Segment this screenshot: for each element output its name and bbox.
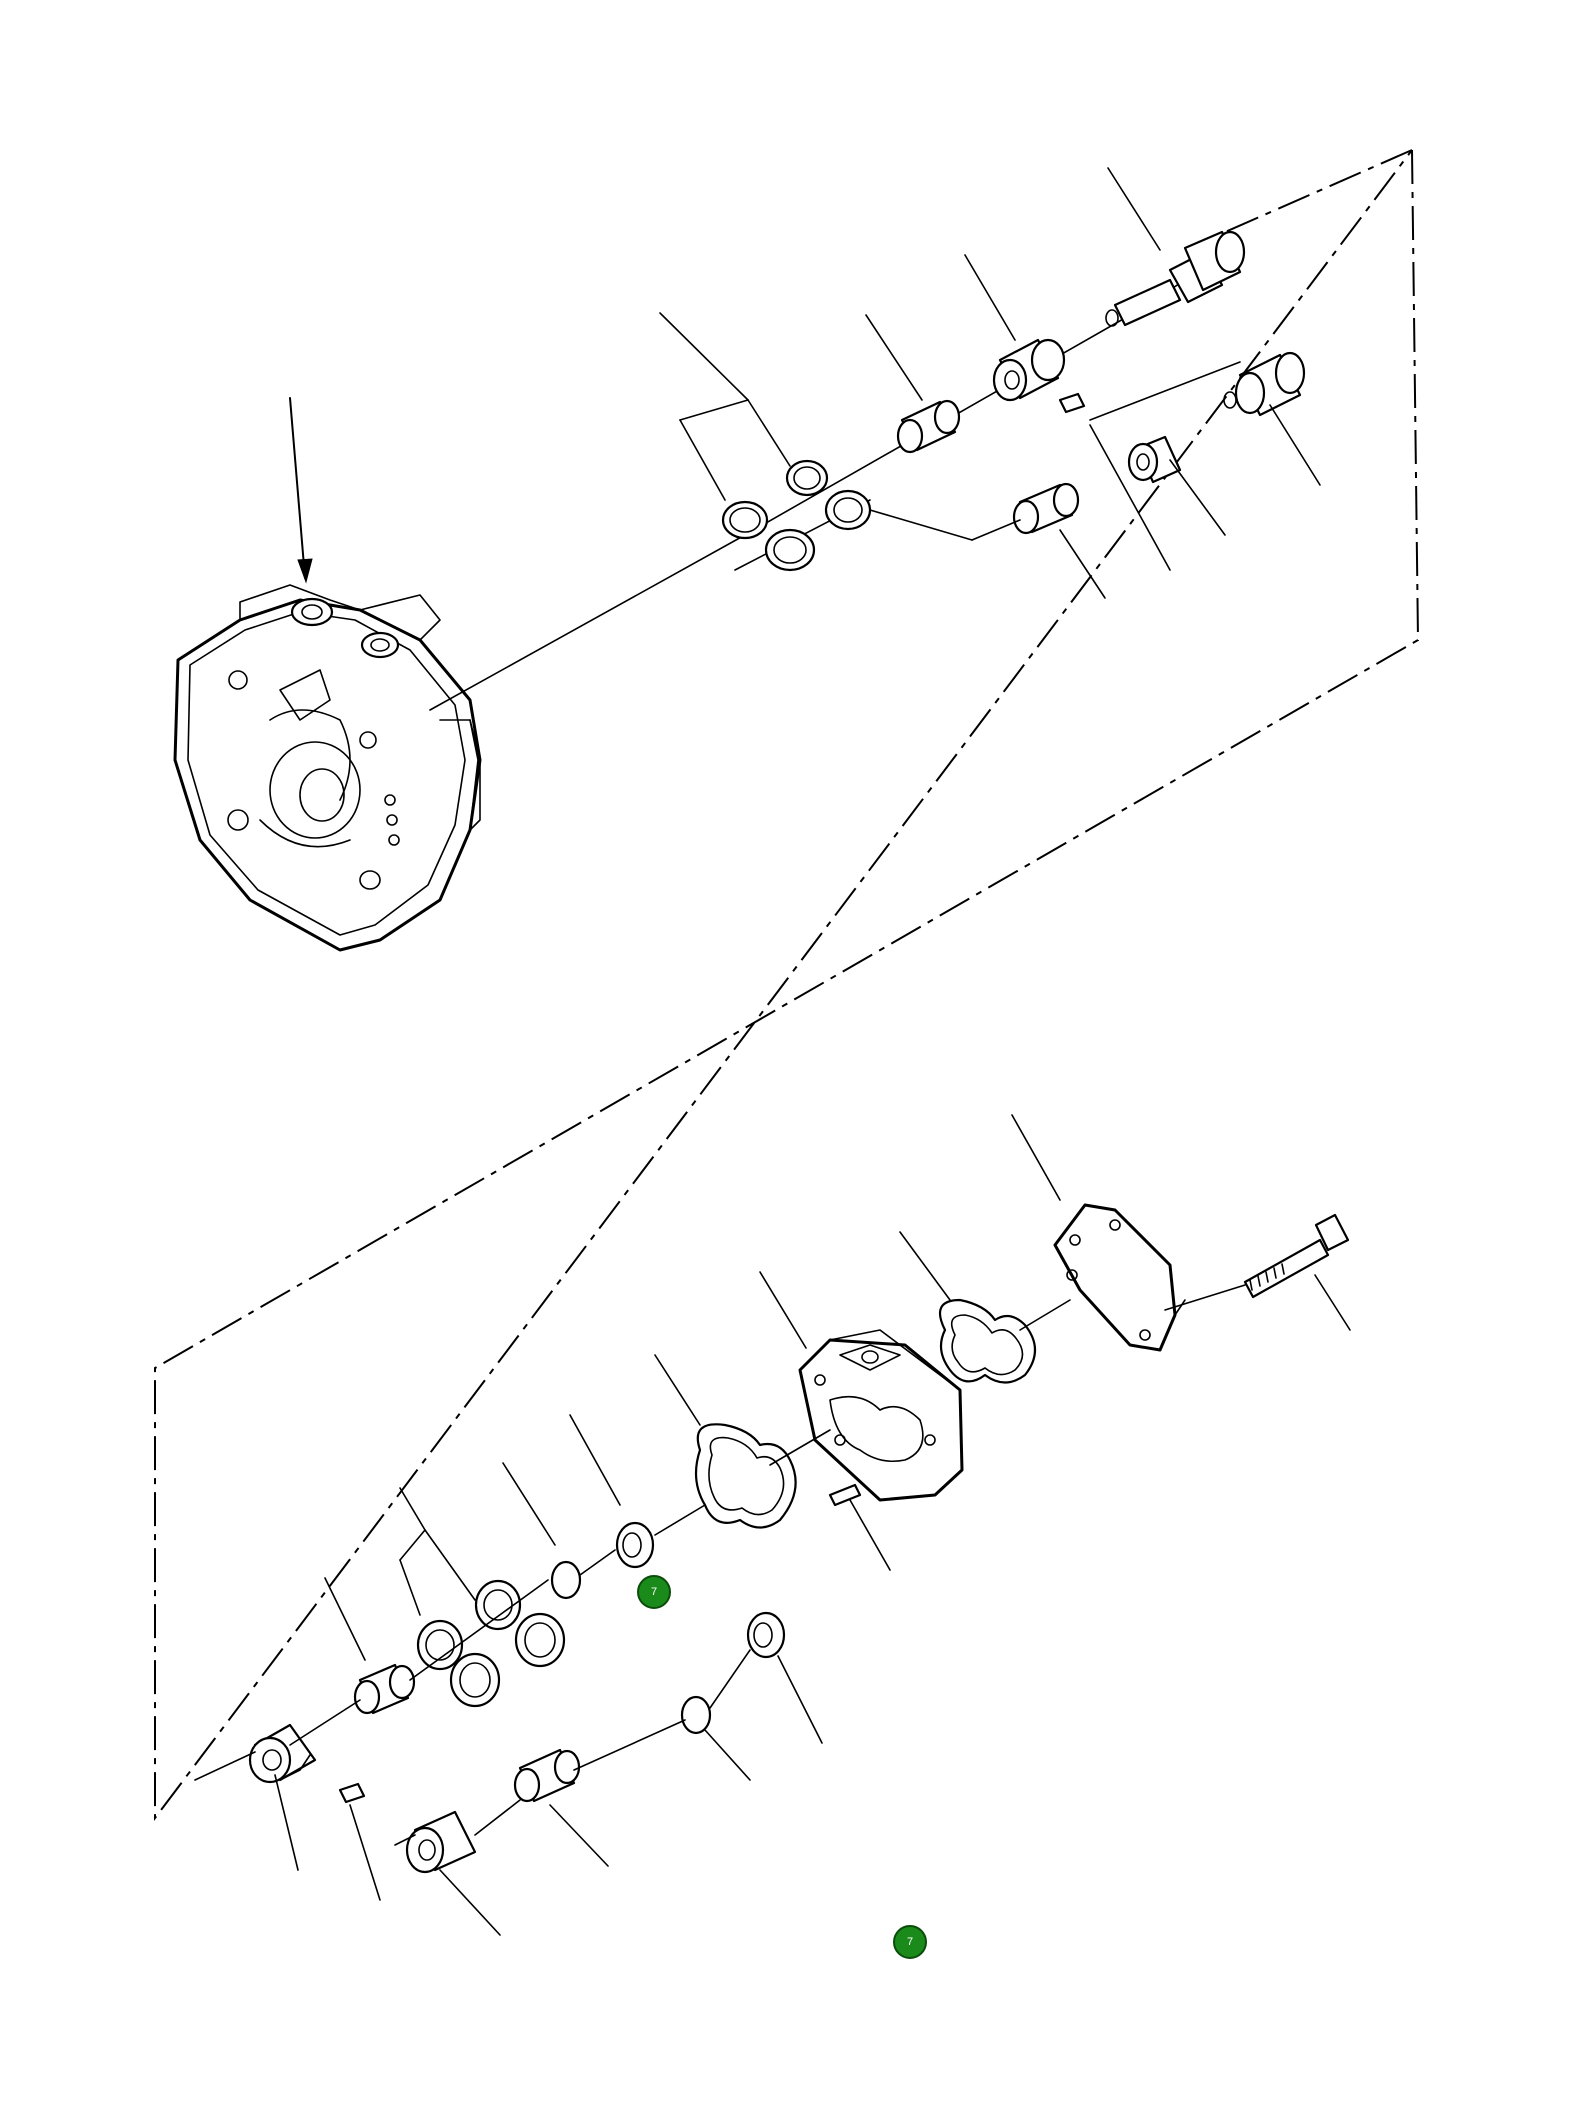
- pump-housing: [173, 584, 482, 952]
- upper-axis-lines: [429, 254, 1241, 711]
- rear-cover-plate: [1053, 1203, 1186, 1352]
- lower-second-gear: [405, 1810, 477, 1874]
- gear-housing-body: [798, 1329, 964, 1502]
- lower-key: [338, 1782, 366, 1804]
- upper-key: [1058, 392, 1086, 414]
- lower-ring-right-2: [746, 1611, 786, 1659]
- lower-bushing-2: [513, 1748, 581, 1803]
- lower-seal-set: [416, 1579, 566, 1708]
- lower-leader-lines: [274, 1114, 1351, 1936]
- housing-pointer-arrow: [289, 397, 313, 584]
- lower-snap-ring-2: [680, 1695, 712, 1735]
- assembly-boundary: [154, 149, 1420, 1821]
- lower-ring-right: [615, 1521, 655, 1569]
- upper-drive-gear: [1127, 351, 1306, 484]
- lower-gasket-rear: [938, 1298, 1037, 1384]
- lower-front-gear: [248, 1723, 317, 1784]
- lower-gasket-front: [694, 1423, 797, 1529]
- upper-leader-lines: [659, 167, 1321, 599]
- upper-driven-gear: [992, 338, 1066, 402]
- upper-bushing-1: [896, 399, 961, 454]
- hotspot-marker-2-label: 7: [906, 1936, 914, 1948]
- bolt: [1243, 1213, 1350, 1299]
- upper-bushing-2: [1012, 482, 1080, 535]
- lower-bushing-1: [353, 1663, 416, 1715]
- hotspot-marker-1-label: 7: [650, 1586, 658, 1598]
- dowel-pin: [828, 1483, 862, 1507]
- lower-snap-ring: [550, 1560, 582, 1600]
- upper-seal-set: [721, 459, 872, 572]
- lower-axis-lines: [194, 1284, 1246, 1846]
- upper-drive-shaft: [1105, 230, 1246, 327]
- hotspot-marker-1[interactable]: 7: [637, 1575, 671, 1609]
- hotspot-marker-2[interactable]: 7: [893, 1925, 927, 1959]
